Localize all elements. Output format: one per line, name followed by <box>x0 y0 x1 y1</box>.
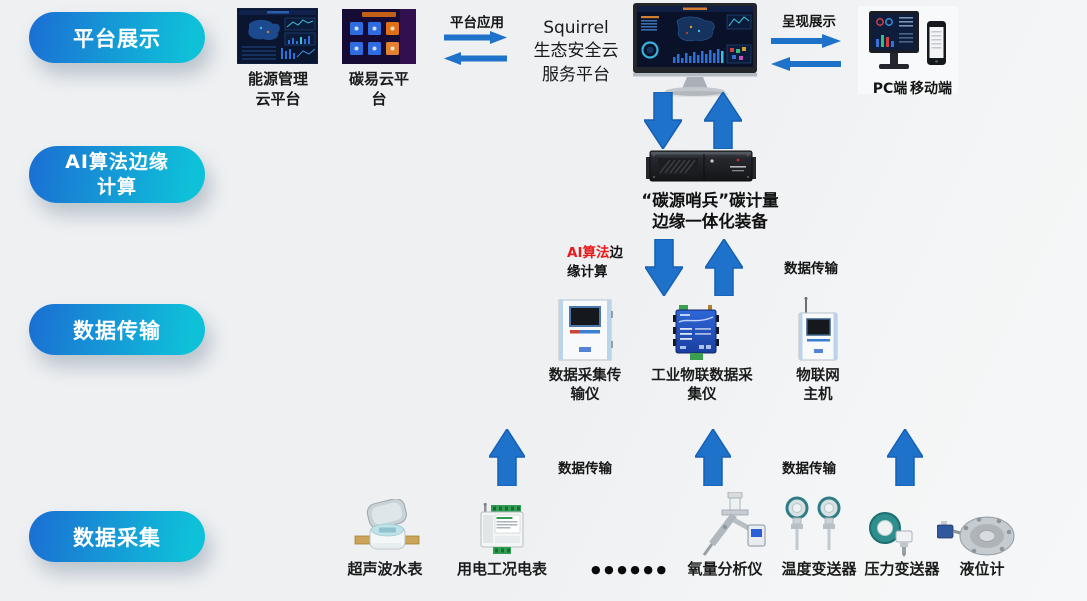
pill-label: 数据采集 <box>73 525 161 550</box>
pressure-transmitter-label: 压力变送器 <box>864 560 940 578</box>
ai-edge-computing-label: AI算法边 缘计算 <box>567 245 623 280</box>
ellipsis-dots: ●●●●●● <box>591 563 670 576</box>
data-transfer-label: 数据传输 <box>784 261 838 277</box>
energy-platform-screenshot <box>237 8 318 64</box>
energy-platform-label: 能源管理 云平台 <box>247 70 308 108</box>
pill-label-line2: 计算 <box>96 175 137 198</box>
edge-server-label: “碳源哨兵”碳计量 边缘一体化装备 <box>641 191 779 232</box>
arrow-up-icon <box>695 429 731 486</box>
squirrel-platform-title: Squirrel 生态安全云 服务平台 <box>533 18 619 85</box>
iot-host-label: 物联网 主机 <box>796 368 840 403</box>
carbon-platform-screenshot <box>342 9 416 64</box>
arrow-left-icon <box>444 52 507 65</box>
arrow-down-icon <box>645 239 683 296</box>
electric-meter-icon <box>480 503 524 554</box>
pill-label-line1: AI算法边缘 <box>65 151 169 174</box>
pill-label: 数据传输 <box>73 318 161 343</box>
data-transfer-label: 数据传输 <box>558 461 612 477</box>
data-collector-transmitter-icon <box>558 299 613 361</box>
arrow-right-icon <box>771 34 841 48</box>
carbon-platform-label: 碳易云平 台 <box>348 70 409 108</box>
mobile-phone-icon <box>927 21 946 65</box>
pill-label: 平台展示 <box>73 26 161 51</box>
stage-pill-platform-display: 平台展示 <box>29 12 205 63</box>
temperature-transmitter-icon <box>785 496 841 550</box>
arrow-up-icon <box>705 239 743 296</box>
platform-app-label: 平台应用 <box>450 15 504 31</box>
stage-pill-ai-edge-computing: AI算法边缘 计算 <box>29 146 205 203</box>
level-gauge-icon <box>937 516 1015 556</box>
oxygen-analyzer-icon <box>702 492 766 556</box>
arrow-up-icon <box>489 429 525 486</box>
pc-monitor-icon <box>869 11 919 69</box>
edge-server-icon <box>646 150 756 182</box>
mobile-label: 移动端 <box>910 81 952 97</box>
pressure-transmitter-icon <box>869 512 913 557</box>
data-collector-transmitter-label: 数据采集传 输仪 <box>548 368 622 403</box>
arrow-up-icon <box>887 429 923 486</box>
ultrasonic-water-meter-icon <box>354 499 420 550</box>
present-display-label: 呈现展示 <box>782 14 836 30</box>
iot-host-icon <box>798 297 838 361</box>
oxygen-analyzer-label: 氧量分析仪 <box>687 560 763 578</box>
level-gauge-label: 液位计 <box>959 560 1005 578</box>
arrow-right-icon <box>444 31 507 44</box>
stage-pill-data-transmission: 数据传输 <box>29 304 205 355</box>
industrial-iot-collector-label: 工业物联数据采 集仪 <box>651 368 753 403</box>
pc-label: PC端 <box>872 81 908 97</box>
arrow-left-icon <box>771 57 841 71</box>
water-meter-label: 超声波水表 <box>347 560 423 578</box>
arrow-down-icon <box>644 92 682 149</box>
industrial-iot-collector-icon <box>673 305 719 360</box>
data-transfer-label: 数据传输 <box>782 461 836 477</box>
arrow-up-icon <box>704 92 742 149</box>
stage-pill-data-collection: 数据采集 <box>29 511 205 562</box>
temperature-transmitter-label: 温度变送器 <box>781 560 857 578</box>
cloud-platform-monitor <box>633 3 757 97</box>
electric-meter-label: 用电工况电表 <box>456 560 547 578</box>
